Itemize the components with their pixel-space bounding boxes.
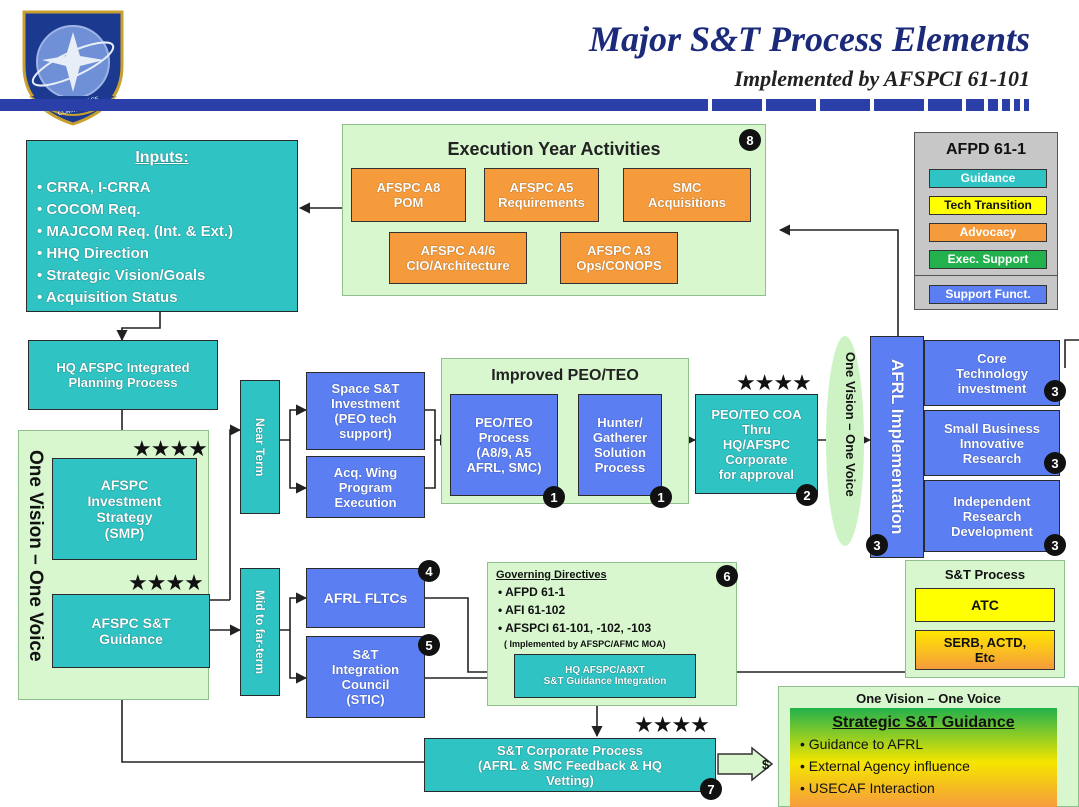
badge-1-hunter: 1 xyxy=(650,486,672,508)
legend-panel: AFPD 61-1 Guidance Tech Transition Advoc… xyxy=(914,132,1058,310)
peo-coa-box: PEO/TEO COA Thru HQ/AFSPC Corporate for … xyxy=(695,394,818,494)
legend-tech-transition: Tech Transition xyxy=(929,196,1047,215)
mid-to-stic-arrow xyxy=(289,630,308,684)
afrl-implementation-box: AFRL Implementation xyxy=(870,336,924,558)
near-to-acq-arrow xyxy=(289,440,308,494)
atc-box: ATC xyxy=(915,588,1055,622)
header-stripe xyxy=(0,99,708,111)
dollar-arrow-icon: $ xyxy=(717,746,774,782)
strategic-item: • Guidance to AFRL xyxy=(800,736,924,752)
stic-box: S&T Integration Council (STIC) xyxy=(306,636,425,718)
inputs-box: Inputs: • CRRA, I-CRRA • COCOM Req. • MA… xyxy=(26,140,298,312)
afrl-to-exec-arrow xyxy=(778,224,899,338)
governing-item: • AFI 61-102 xyxy=(498,603,566,617)
core-technology-box: Core Technology investment xyxy=(924,340,1060,406)
st-process-heading: S&T Process xyxy=(944,567,1026,582)
legend-divider xyxy=(915,275,1057,276)
ird-box: Independent Research Development xyxy=(924,480,1060,552)
badge-3-afrl: 3 xyxy=(866,534,888,556)
afrl-fltcs-box: AFRL FLTCs xyxy=(306,568,425,628)
strategic-top-label: One Vision – One Voice xyxy=(856,691,1001,706)
legend-advocacy: Advocacy xyxy=(929,223,1047,242)
stars-coa: ★★★★ xyxy=(736,370,812,395)
hunter-gatherer-box: Hunter/ Gatherer Solution Process xyxy=(578,394,662,496)
strategic-item: • External Agency influence xyxy=(800,758,970,774)
space-st-investment-box: Space S&T Investment (PEO tech support) xyxy=(306,372,425,450)
investment-strategy-box: AFSPC Investment Strategy (SMP) xyxy=(52,458,197,560)
inputs-item: • CRRA, I-CRRA xyxy=(37,179,151,196)
hq-planning-box: HQ AFSPC Integrated Planning Process xyxy=(28,340,218,410)
strategic-guidance-box: Strategic S&T Guidance • Guidance to AFR… xyxy=(790,708,1057,807)
mid-to-fltcs-arrow xyxy=(280,592,308,631)
governing-note: ( Implemented by AFSPC/AFMC MOA) xyxy=(504,639,666,649)
inputs-item: • Acquisition Status xyxy=(37,289,178,306)
one-vision-vertical-label: One Vision – One Voice xyxy=(843,352,858,497)
inputs-to-hq-arrow xyxy=(116,312,161,342)
badge-5: 5 xyxy=(418,634,440,656)
stars-guidance: ★★★★ xyxy=(128,570,204,595)
inputs-item: • Strategic Vision/Goals xyxy=(37,267,206,284)
legend-guidance: Guidance xyxy=(929,169,1047,188)
guidance-to-near-arrow xyxy=(229,424,242,600)
execution-heading: Execution Year Activities xyxy=(447,139,661,159)
serb-actd-box: SERB, ACTD, Etc xyxy=(915,630,1055,670)
inputs-item: • HHQ Direction xyxy=(37,245,149,262)
acq-wing-box: Acq. Wing Program Execution xyxy=(306,456,425,518)
a5-requirements-box: AFSPC A5 Requirements xyxy=(484,168,599,222)
inputs-heading: Inputs: xyxy=(135,149,189,166)
legend-support-funct: Support Funct. xyxy=(929,285,1047,304)
governing-heading: Governing Directives xyxy=(496,569,607,581)
peo-process-box: PEO/TEO Process (A8/9, A5 AFRL, SMC) xyxy=(450,394,558,496)
near-term-label: Near Term xyxy=(240,380,280,514)
strategic-heading: Strategic S&T Guidance xyxy=(832,714,1015,731)
a8-pom-box: AFSPC A8 POM xyxy=(351,168,466,222)
strategic-item: • USECAF Interaction xyxy=(800,780,935,796)
badge-4: 4 xyxy=(418,560,440,582)
legend-heading: AFPD 61-1 xyxy=(945,141,1027,158)
badge-8: 8 xyxy=(739,129,761,151)
header-stripe-blocks xyxy=(712,99,1042,111)
badge-3-sbir: 3 xyxy=(1044,452,1066,474)
mid-far-term-label: Mid to far-term xyxy=(240,568,280,696)
smc-acquisitions-box: SMC Acquisitions xyxy=(623,168,751,222)
afrl-implementation-label: AFRL Implementation xyxy=(888,359,907,535)
badge-2: 2 xyxy=(796,484,818,506)
near-to-space-arrow xyxy=(280,404,308,441)
badge-3-ird: 3 xyxy=(1044,534,1066,556)
dollar-label: $ xyxy=(762,757,770,772)
inputs-item: • MAJCOM Req. (Int. & Ext.) xyxy=(37,223,234,240)
a46-cio-box: AFSPC A4/6 CIO/Architecture xyxy=(389,232,527,284)
st-corporate-process-box: S&T Corporate Process (AFRL & SMC Feedba… xyxy=(424,738,716,792)
st-guidance-integration-box: HQ AFSPC/A8XT S&T Guidance Integration xyxy=(514,654,696,698)
stars-investment: ★★★★ xyxy=(132,436,208,461)
sbir-box: Small Business Innovative Research xyxy=(924,410,1060,476)
a3-ops-box: AFSPC A3 Ops/CONOPS xyxy=(560,232,678,284)
governing-item: • AFSPCI 61-101, -102, -103 xyxy=(498,621,652,635)
stars-corporate: ★★★★ xyxy=(634,712,710,737)
one-vision-ellipse xyxy=(826,336,864,546)
legend-exec-support: Exec. Support xyxy=(929,250,1047,269)
governing-item: • AFPD 61-1 xyxy=(498,585,566,599)
improved-peo-heading: Improved PEO/TEO xyxy=(491,367,639,384)
badge-7: 7 xyxy=(700,778,722,800)
page-subtitle: Implemented by AFSPCI 61-101 xyxy=(734,66,1030,91)
inputs-item: • COCOM Req. xyxy=(37,201,141,218)
badge-1-peo: 1 xyxy=(543,486,565,508)
badge-6: 6 xyxy=(716,565,738,587)
badge-3-core: 3 xyxy=(1044,380,1066,402)
one-vision-label: One Vision – One Voice xyxy=(25,450,46,662)
st-guidance-box: AFSPC S&T Guidance xyxy=(52,594,210,668)
page-title: Major S&T Process Elements xyxy=(588,19,1030,59)
